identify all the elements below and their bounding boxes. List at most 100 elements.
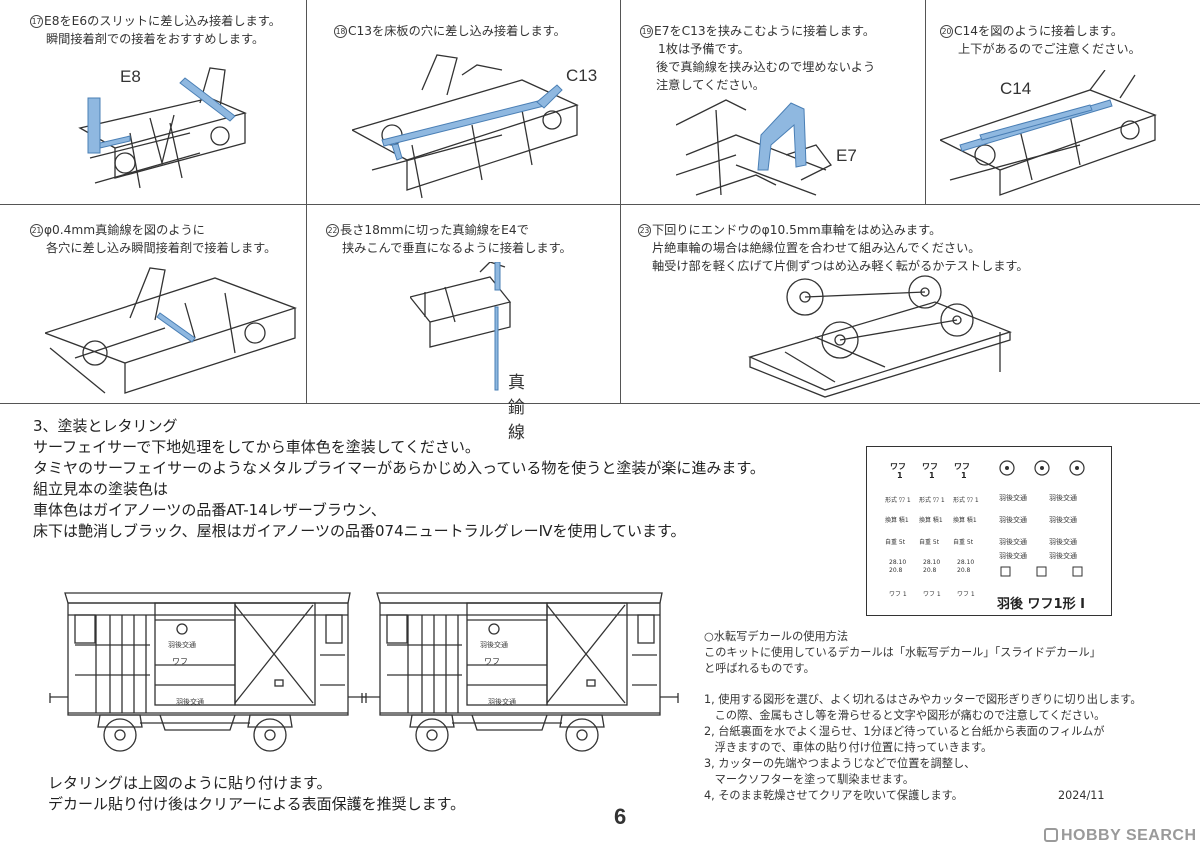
divider-h-middle bbox=[0, 403, 1200, 404]
painting-line-1: サーフェイサーで下地処理をしてから車体色を塗装してください。 bbox=[33, 438, 480, 456]
decal-bottom-c: ワフ 1 bbox=[957, 591, 975, 598]
step-23-text-2: 片絶車輪の場合は絶縁位置を合わせて組み込んでください。 bbox=[652, 241, 981, 255]
decal-row2-b: 換算 積1 bbox=[919, 517, 943, 524]
decal-company-2: 羽後交通 bbox=[1049, 494, 1077, 502]
divider-v-2 bbox=[620, 0, 621, 403]
step-23-text-3: 軸受け部を軽く広げて片側ずつはめ込み軽く転がるかテストします。 bbox=[652, 259, 1029, 273]
decal-row2-a: 換算 積1 bbox=[885, 517, 909, 524]
part-label-e8: E8 bbox=[120, 67, 141, 86]
decal-company-7: 羽後交通 bbox=[999, 552, 1027, 560]
step-20-number: 20 bbox=[940, 25, 953, 38]
wagon-2-company-lower: 羽後交通 bbox=[488, 698, 516, 706]
decal-company-4: 羽後交通 bbox=[1049, 516, 1077, 524]
decal-row3-b: 自重 5t bbox=[919, 539, 940, 546]
decal-company-1: 羽後交通 bbox=[999, 494, 1027, 502]
divider-v-3 bbox=[925, 0, 926, 204]
decal-row4-b: 28.10 bbox=[923, 559, 941, 566]
step-23-number: 23 bbox=[638, 224, 651, 237]
decal-company-6: 羽後交通 bbox=[1049, 538, 1077, 546]
decal-row1-c: 形式 ﾜﾌ 1 bbox=[953, 497, 979, 504]
step-17-text-2: 瞬間接着剤での接着をおすすめします。 bbox=[46, 32, 265, 46]
wagon-side-views bbox=[49, 592, 679, 752]
decal-row2-c: 換算 積1 bbox=[953, 517, 977, 524]
step-19-text-4: 注意してください。 bbox=[656, 78, 765, 92]
part-label-e7: E7 bbox=[836, 146, 857, 165]
decal-usage-step-3: 3, カッターの先端やつまようじなどで位置を調整し、 bbox=[704, 757, 976, 770]
step-19-number: 19 bbox=[640, 25, 653, 38]
decal-car-digit-1: 1 bbox=[897, 471, 903, 480]
decal-usage-intro-1: このキットに使用しているデカールは「水転写デカール」「スライドデカール」 bbox=[704, 646, 1101, 659]
decal-company-3: 羽後交通 bbox=[999, 516, 1027, 524]
step-22-text-2: 挟みこんで垂直になるように接着します。 bbox=[342, 241, 572, 255]
decal-emblem-icon bbox=[999, 460, 1085, 476]
decal-row4-a: 28.10 bbox=[889, 559, 907, 566]
painting-line-3: 組立見本の塗装色は bbox=[33, 480, 169, 498]
step-19-illustration bbox=[676, 99, 832, 196]
decal-row3-a: 自重 5t bbox=[885, 539, 906, 546]
decal-sheet-title: 羽後 ワフ1形 Ⅰ bbox=[997, 597, 1085, 612]
page-number: 6 bbox=[614, 804, 627, 829]
decal-usage-step-4: 4, そのまま乾燥させてクリアを吹いて保護します。 bbox=[704, 789, 963, 802]
decal-car-no-3: ワフ bbox=[954, 462, 970, 471]
painting-section-title: 3、塗装とレタリング bbox=[33, 417, 178, 435]
decal-row1-a: 形式 ﾜﾌ 1 bbox=[885, 497, 911, 504]
decal-row1-b: 形式 ﾜﾌ 1 bbox=[919, 497, 945, 504]
wagon-1-car-label: ワフ bbox=[172, 657, 188, 666]
step-17-illustration bbox=[78, 67, 247, 189]
decal-company-8: 羽後交通 bbox=[1049, 552, 1077, 560]
part-label-brass-wire: 真鍮線 bbox=[508, 373, 525, 442]
painting-line-2: タミヤのサーフェイサーのようなメタルプライマーがあらかじめ入っている物を使うと塗… bbox=[33, 459, 765, 477]
hobby-search-watermark: HOBBY SEARCH bbox=[1044, 827, 1197, 845]
decal-boxes-icon bbox=[1000, 566, 1083, 577]
decal-usage-step-3b: マークソフターを塗って馴染ませます。 bbox=[704, 773, 915, 786]
decal-bottom-a: ワフ 1 bbox=[889, 591, 907, 598]
decal-car-no-1: ワフ bbox=[890, 462, 906, 471]
lettering-note-1: レタリングは上図のように貼り付けます。 bbox=[48, 774, 332, 792]
decal-company-5: 羽後交通 bbox=[999, 538, 1027, 546]
divider-h-top bbox=[0, 204, 1200, 205]
decal-usage-intro-2: と呼ばれるものです。 bbox=[704, 662, 815, 675]
step-21-text-2: 各穴に差し込み瞬間接着剤で接着します。 bbox=[46, 241, 277, 255]
decal-usage-heading: ○水転写デカールの使用方法 bbox=[704, 630, 849, 643]
document-date: 2024/11 bbox=[1058, 789, 1105, 802]
decal-bottom-b: ワフ 1 bbox=[923, 591, 941, 598]
step-21-illustration bbox=[45, 267, 297, 394]
wagon-2-car-label: ワフ bbox=[484, 657, 500, 666]
decal-usage-step-2: 2, 台紙裏面を水でよく湿らせ、1分ほど待っていると台紙から表面のフィルムが bbox=[704, 725, 1105, 738]
step-19-text-2: 1枚は予備です。 bbox=[658, 42, 750, 56]
decal-row5-a: 20.8 bbox=[889, 567, 903, 574]
decal-row5-c: 20.8 bbox=[957, 567, 971, 574]
decal-row3-c: 自重 5t bbox=[953, 539, 974, 546]
decal-car-digit-2: 1 bbox=[929, 471, 935, 480]
divider-v-1 bbox=[306, 0, 307, 403]
decal-usage-step-1: 1, 使用する図形を選び、よく切れるはさみやカッターで図形ぎりぎりに切り出します… bbox=[704, 693, 1142, 706]
part-label-c13: C13 bbox=[566, 66, 598, 85]
decal-sheet: ワフ ワフ ワフ 1 1 1 形式 ﾜﾌ 1 形式 ﾜﾌ 1 形式 ﾜﾌ 1 換… bbox=[866, 446, 1112, 616]
step-18-illustration bbox=[352, 54, 579, 199]
lettering-note-2: デカール貼り付け後はクリアーによる表面保護を推奨します。 bbox=[48, 795, 466, 813]
decal-row5-b: 20.8 bbox=[923, 567, 937, 574]
wagon-1-company-lower: 羽後交通 bbox=[176, 698, 204, 706]
decal-row4-c: 28.10 bbox=[957, 559, 975, 566]
painting-line-5: 床下は艶消しブラック、屋根はガイアノーツの品番074ニュートラルグレーⅣを使用し… bbox=[33, 522, 686, 540]
step-22-number: 22 bbox=[326, 224, 339, 237]
wagon-2-company: 羽後交通 bbox=[480, 641, 508, 649]
decal-usage-step-1b: この際、金属もさし等を滑らせると文字や図形が痛むので注意してください。 bbox=[704, 709, 1106, 722]
painting-line-4: 車体色はガイアノーツの品番AT-14レザーブラウン、 bbox=[33, 501, 386, 519]
part-label-c14: C14 bbox=[1000, 79, 1032, 98]
step-17-number: 17 bbox=[30, 15, 43, 28]
decal-car-no-2: ワフ bbox=[922, 462, 938, 471]
step-18-number: 18 bbox=[334, 25, 347, 38]
step-21-number: 21 bbox=[30, 224, 43, 237]
step-23-illustration bbox=[748, 275, 1012, 398]
watermark-logo-icon bbox=[1044, 828, 1058, 842]
step-22-illustration bbox=[410, 262, 512, 391]
step-20-illustration bbox=[940, 70, 1157, 196]
